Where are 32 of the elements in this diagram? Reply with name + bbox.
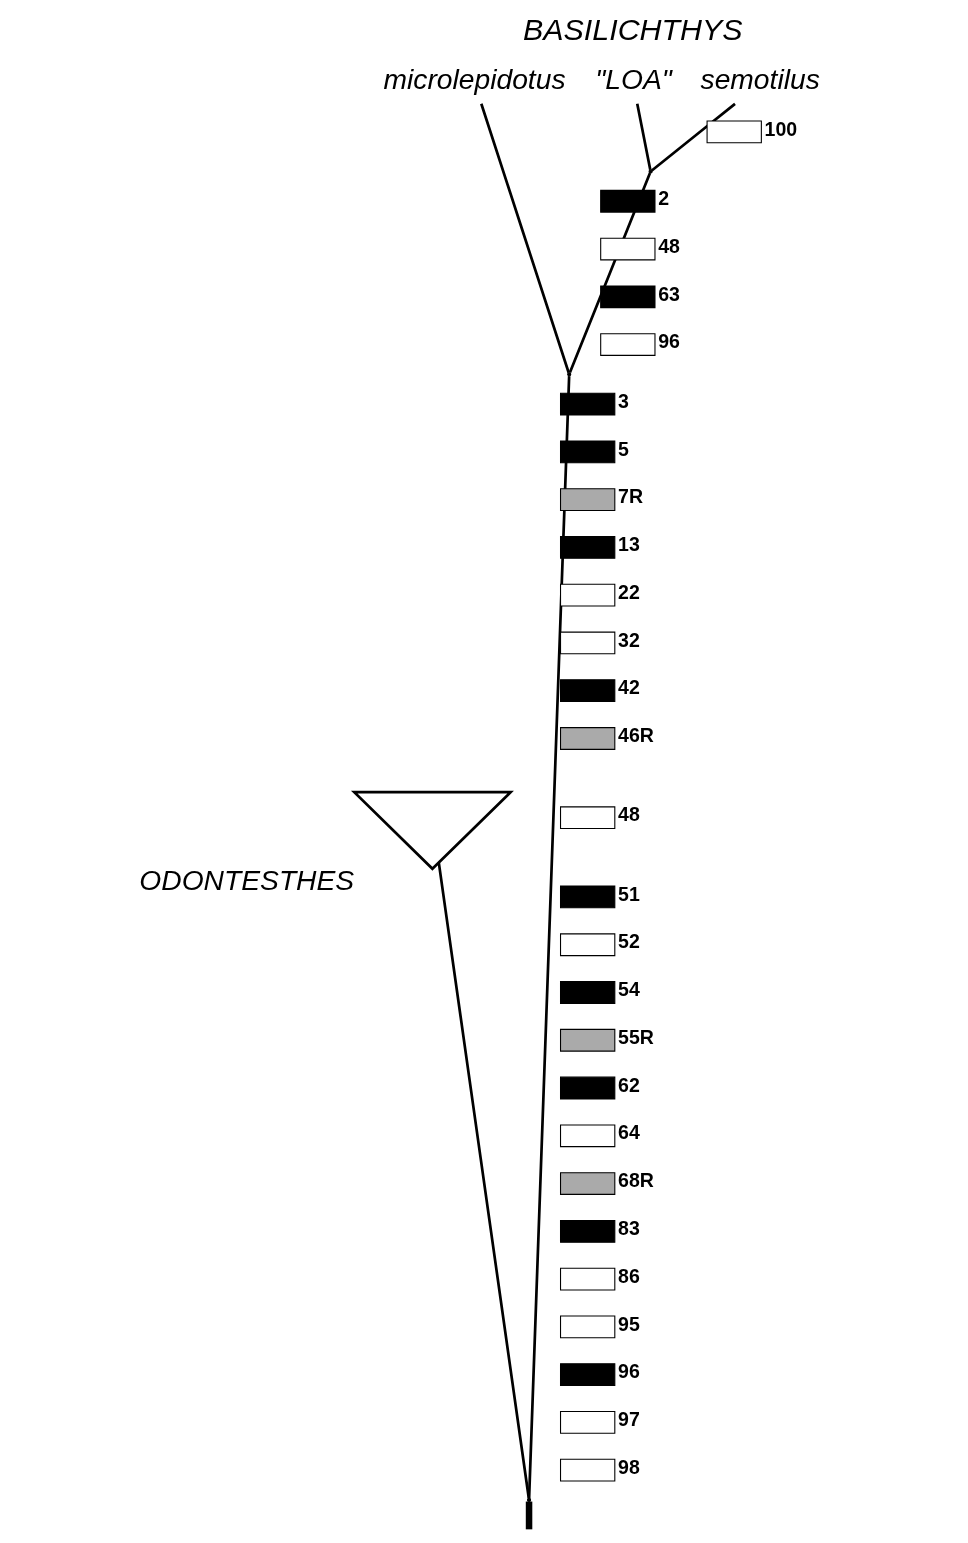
label: 96 — [618, 1360, 640, 1383]
label: 5 — [618, 437, 629, 460]
label: BASILICHTHYS — [523, 12, 743, 47]
node-text: microlepidotus — [383, 63, 566, 96]
label: 48 — [618, 803, 640, 826]
label: 62 — [618, 1073, 640, 1096]
label: 46R — [618, 724, 654, 747]
label: 13 — [618, 533, 640, 556]
node-text: semotilus — [700, 63, 820, 96]
label: 86 — [618, 1264, 640, 1287]
label: 48 — [658, 234, 680, 257]
label: 51 — [618, 882, 640, 905]
label: 83 — [618, 1217, 640, 1239]
label: 95 — [618, 1312, 640, 1335]
label: 32 — [618, 628, 640, 651]
label: 63 — [658, 282, 680, 305]
label: 2 — [658, 186, 670, 209]
label: 52 — [618, 930, 640, 953]
label: 96 — [658, 330, 680, 353]
label: 42 — [618, 676, 640, 699]
node-text: "LOA" — [595, 63, 672, 96]
label: 64 — [618, 1121, 640, 1144]
label: 3 — [618, 389, 629, 412]
label: 100 — [764, 117, 798, 140]
label: 22 — [618, 580, 640, 603]
label: 97 — [618, 1408, 640, 1431]
node-label: ODONTESTHES — [139, 864, 355, 897]
label: 55R — [618, 1025, 654, 1048]
label: 98 — [618, 1455, 640, 1478]
label: 68R — [618, 1169, 654, 1192]
label: 7R — [618, 485, 644, 508]
label: 54 — [618, 978, 640, 1001]
